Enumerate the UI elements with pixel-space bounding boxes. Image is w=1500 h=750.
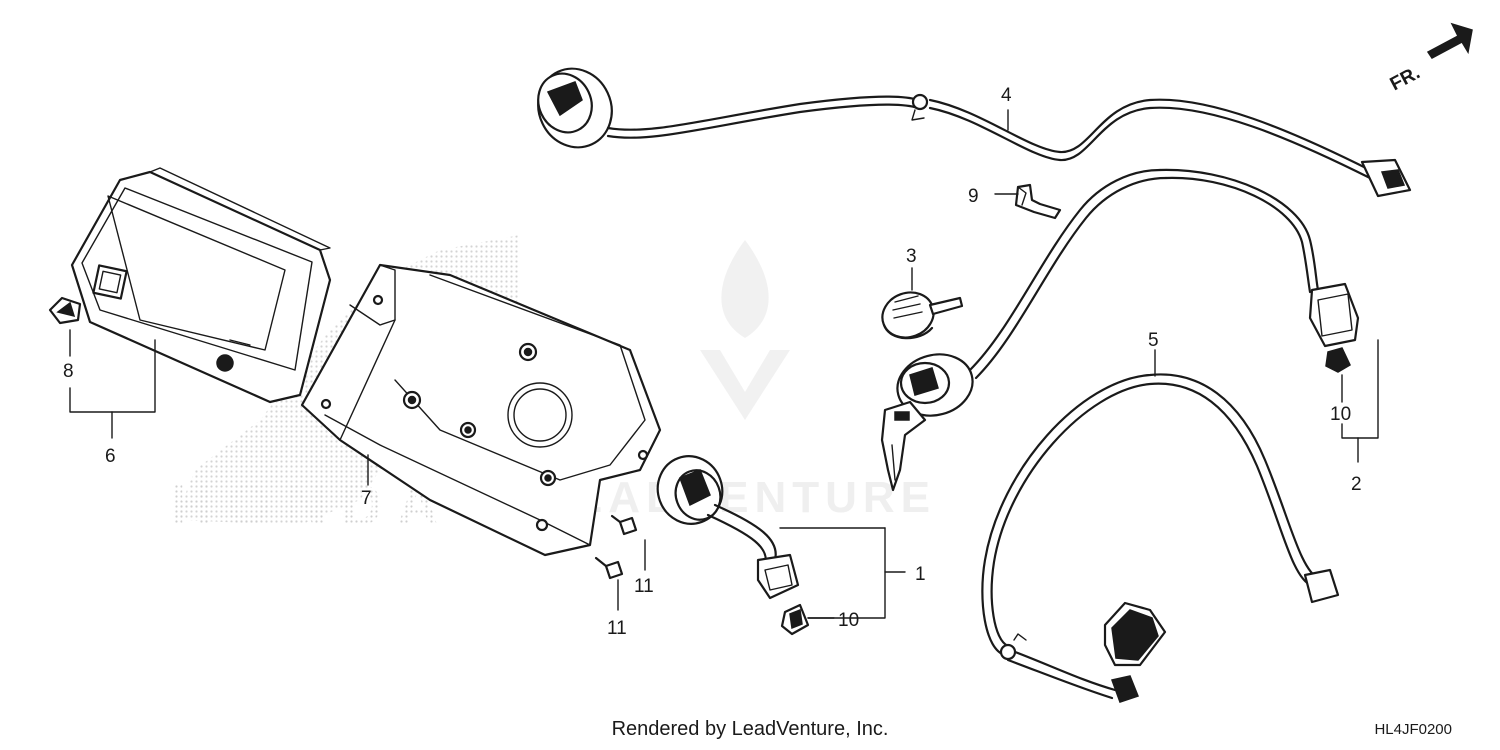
part-8-cap <box>48 296 82 325</box>
callout-10-right: 10 <box>1330 404 1351 425</box>
callout-10-lower: 10 <box>838 610 859 631</box>
callout-6: 6 <box>105 446 116 467</box>
callout-2: 2 <box>1351 474 1362 495</box>
part-5-harness <box>981 373 1340 703</box>
part-2-ignition-switch-harness <box>880 168 1360 492</box>
part-10-grommet-lower <box>780 603 810 636</box>
part-6-meter-assembly <box>70 167 332 404</box>
v-logo-icon <box>700 350 790 420</box>
part-3-key-cylinder <box>881 291 964 340</box>
part-11-screw-upper <box>610 514 638 536</box>
diagram-code: HL4JF0200 <box>1374 721 1452 738</box>
callout-7: 7 <box>361 488 372 509</box>
leadventure-watermark: LEADVENTURE <box>540 240 930 522</box>
part-10-grommet-right <box>1325 347 1351 373</box>
part-11-screw-lower <box>594 556 624 580</box>
credit-footer: Rendered by LeadVenture, Inc. <box>611 718 889 740</box>
front-arrow-label: FR. <box>1387 62 1424 95</box>
callout-9: 9 <box>968 186 979 207</box>
callout-1: 1 <box>915 564 926 585</box>
callout-11-lower: 11 <box>607 618 627 639</box>
callout-5: 5 <box>1148 330 1159 351</box>
front-direction-arrow-icon: FR. <box>1387 22 1473 95</box>
honda-watermark-text: HONDA <box>170 473 453 538</box>
part-7-meter-bracket <box>300 263 662 557</box>
part-9-clip <box>1014 183 1062 220</box>
part-4-harness <box>537 67 1412 198</box>
part-1-switch-lead <box>656 455 800 600</box>
flame-logo-icon <box>721 240 769 338</box>
leader-lines <box>69 109 1379 619</box>
callout-3: 3 <box>906 246 917 267</box>
callout-11-upper: 11 <box>634 576 654 597</box>
callout-numbers: 1 2 3 4 5 6 7 8 9 10 10 11 11 <box>63 85 1362 639</box>
callout-8: 8 <box>63 361 74 382</box>
callout-4: 4 <box>1001 85 1012 106</box>
